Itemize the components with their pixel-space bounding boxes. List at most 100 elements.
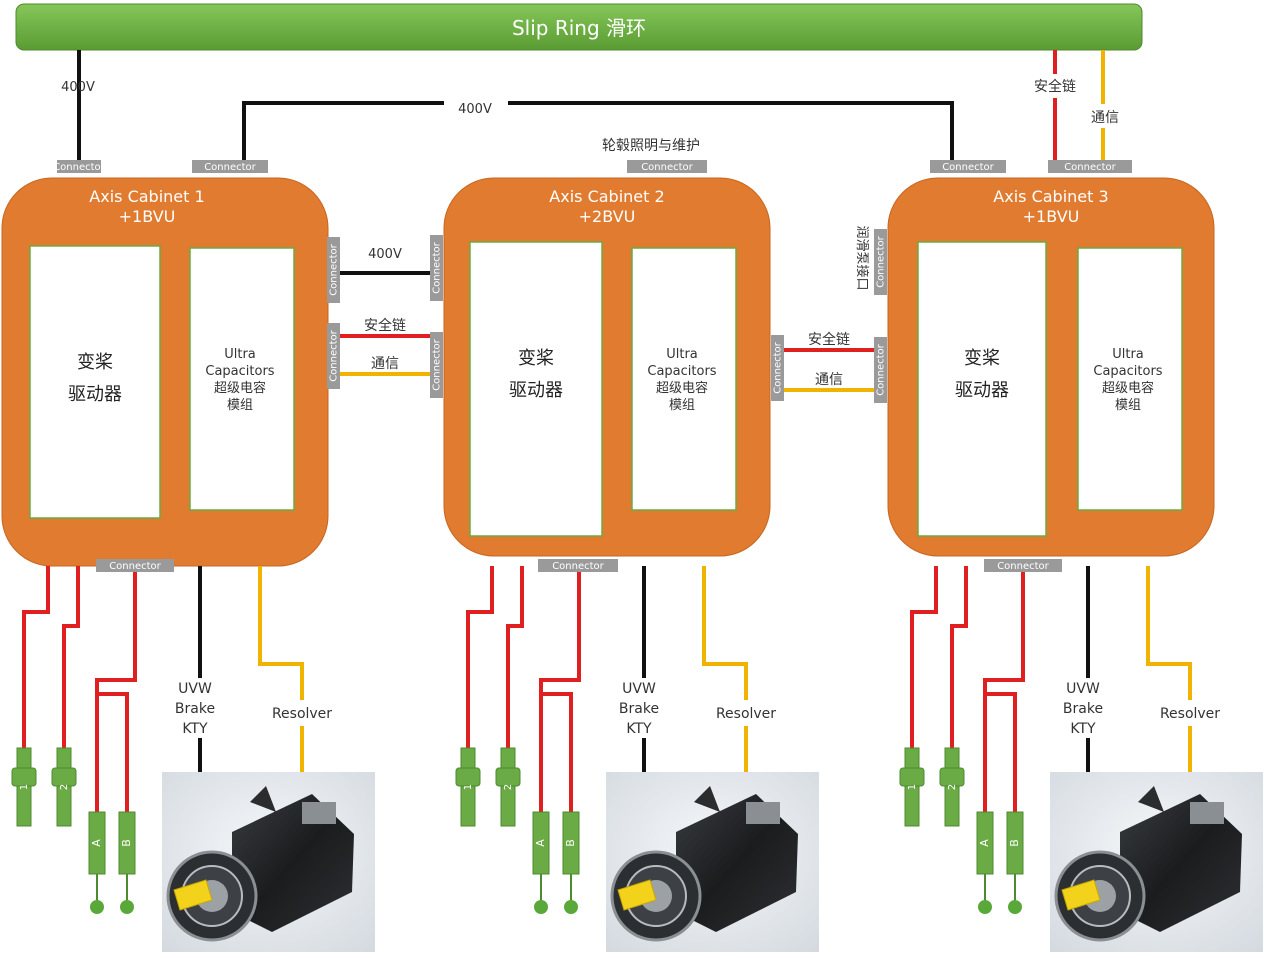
ultracap-label-4: 模组 <box>227 398 253 413</box>
connector-label: Connector <box>641 162 693 173</box>
bottom-wiring <box>22 566 304 812</box>
ultracap-label-1: Ultra <box>224 347 256 362</box>
resolver-label: Resolver <box>272 706 332 722</box>
driver-label-1: 变桨 <box>77 352 113 373</box>
proximity-sensor: A <box>88 811 106 914</box>
ultracap-label-4: 模组 <box>1115 398 1141 413</box>
sensor-label: B <box>1008 839 1021 847</box>
link-power-label: 400V <box>368 247 402 262</box>
connector-label: Connector <box>876 343 887 395</box>
cabinet-title: Axis Cabinet 3 <box>993 187 1108 206</box>
pitch-motor-image <box>162 772 375 952</box>
motor-cable-label: Brake <box>1063 701 1103 717</box>
ultracap-label-3: 超级电容 <box>656 380 708 396</box>
ultracap-label-2: Capacitors <box>205 364 274 379</box>
cabinet-links <box>340 271 874 392</box>
axis-cabinet-2: Axis Cabinet 2+2BVU变桨驱动器UltraCapacitors超… <box>443 177 771 557</box>
ultracap-module <box>189 247 295 511</box>
ultracap-module <box>631 247 737 511</box>
connector-label: Connector <box>329 329 340 381</box>
motor-cable-label: UVW <box>1066 681 1100 697</box>
bottom-wiring <box>910 566 1192 812</box>
sensor-label: A <box>534 839 547 847</box>
switch-label: 2 <box>503 784 514 790</box>
top-connector: Connector <box>192 160 268 173</box>
connector-label: Connector <box>1064 162 1116 173</box>
limit-switch: 1 <box>455 747 481 827</box>
switch-label: 1 <box>463 784 474 790</box>
bottom-connector: Connector <box>984 559 1062 572</box>
connector-label: Connector <box>53 162 105 173</box>
top-connector: Connector <box>53 160 106 173</box>
top-connector: Connector <box>930 160 1006 173</box>
proximity-sensor: A <box>532 811 550 914</box>
driver-label-2: 驱动器 <box>68 384 122 405</box>
pitch-driver-module <box>29 245 161 519</box>
motor-cable-label: KTY <box>182 721 208 737</box>
ultracap-label-1: Ultra <box>1112 347 1144 362</box>
limit-switch: 1 <box>899 747 925 827</box>
limit-switch: 2 <box>939 747 965 827</box>
slip-safety-label: 安全链 <box>1034 78 1076 95</box>
ultracap-label-4: 模组 <box>669 398 695 413</box>
limit-switch: 2 <box>495 747 521 827</box>
connector-label: Connector <box>876 235 887 287</box>
ultracap-label-2: Capacitors <box>1093 364 1162 379</box>
link1-comm-label: 通信 <box>371 356 399 372</box>
proximity-sensor: A <box>976 811 994 914</box>
motor-cable-label: UVW <box>178 681 212 697</box>
proximity-sensor: B <box>562 811 580 914</box>
ultracap-label-1: Ultra <box>666 347 698 362</box>
slip-comm-label: 通信 <box>1091 110 1119 126</box>
ultracap-label-3: 超级电容 <box>214 380 266 396</box>
driver-label-2: 驱动器 <box>509 380 563 401</box>
motor-cable-label: Brake <box>175 701 215 717</box>
connector-label: Connector <box>773 341 784 393</box>
side-connector: Connector <box>771 335 784 401</box>
driver-label-1: 变桨 <box>518 348 554 369</box>
proximity-sensor: B <box>1006 811 1024 914</box>
slip-ring: Slip Ring 滑环 <box>15 3 1143 51</box>
motor-cable-label: Brake <box>619 701 659 717</box>
cabinet-subtitle: +1BVU <box>1023 207 1080 226</box>
link1-safety-label: 安全链 <box>364 317 406 334</box>
ultracap-label-2: Capacitors <box>647 364 716 379</box>
pitch-motor-image <box>606 772 819 952</box>
cabinet-subtitle: +2BVU <box>579 207 636 226</box>
limit-switch: 1 <box>11 747 37 827</box>
main-power-label: 400V <box>61 80 95 95</box>
side-connector: Connector <box>874 229 887 295</box>
cabinet-title: Axis Cabinet 1 <box>89 187 204 206</box>
driver-label-2: 驱动器 <box>955 380 1009 401</box>
connector-label: Connector <box>997 561 1049 572</box>
resolver-label: Resolver <box>1160 706 1220 722</box>
link2-comm-label: 通信 <box>815 372 843 388</box>
side-connector: Connector <box>430 332 443 398</box>
connector-label: Connector <box>109 561 161 572</box>
connector-label: Connector <box>432 338 443 390</box>
link2-safety-label: 安全链 <box>808 331 850 348</box>
lube-pump-label: 润滑泵接口 <box>854 225 870 290</box>
connector-label: Connector <box>329 243 340 295</box>
limit-switch: 2 <box>51 747 77 827</box>
proximity-sensor: B <box>118 811 136 914</box>
connector-label: Connector <box>432 241 443 293</box>
top-wiring <box>77 50 1105 162</box>
motor-cable-label: UVW <box>622 681 656 697</box>
top-connector: Connector <box>627 160 707 173</box>
connector-label: Connector <box>552 561 604 572</box>
motor-cable-label: KTY <box>626 721 652 737</box>
side-connector: Connector <box>327 237 340 303</box>
sensor-label: B <box>564 839 577 847</box>
switch-label: 2 <box>59 784 70 790</box>
switch-label: 1 <box>907 784 918 790</box>
side-connector: Connector <box>430 235 443 301</box>
ultracap-label-3: 超级电容 <box>1102 380 1154 396</box>
switch-label: 1 <box>19 784 30 790</box>
top-connector: Connector <box>1048 160 1132 173</box>
pitch-motor-image <box>1050 772 1263 952</box>
driver-label-1: 变桨 <box>964 348 1000 369</box>
